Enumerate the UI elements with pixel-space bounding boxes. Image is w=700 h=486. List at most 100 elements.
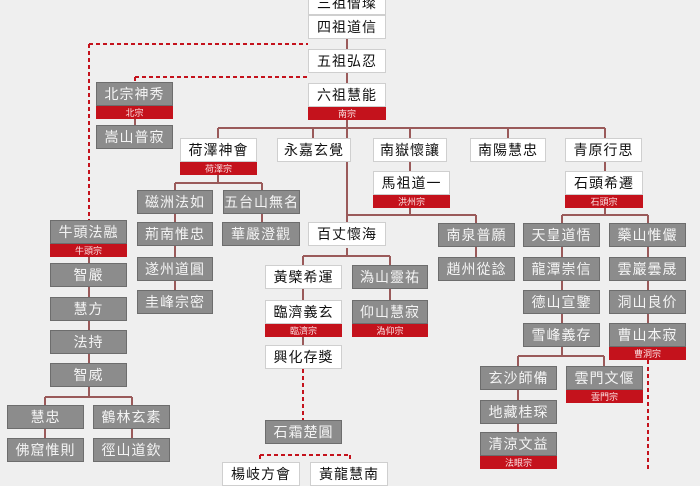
school-badge: 牛頭宗 xyxy=(50,244,127,257)
school-badge: 荷澤宗 xyxy=(180,162,257,175)
school-badge: 北宗 xyxy=(96,106,173,119)
school-badge: 石頭宗 xyxy=(565,195,643,208)
lineage-node: 地藏桂琛 xyxy=(480,400,557,424)
lineage-node: 百丈懷海 xyxy=(308,222,386,246)
school-badge: 法眼宗 xyxy=(480,456,557,469)
node-name: 磁洲法如 xyxy=(137,190,213,214)
node-name: 荊南惟忠 xyxy=(137,222,213,246)
lineage-node: 四祖道信 xyxy=(308,15,386,39)
node-name: 六祖慧能 xyxy=(308,83,386,107)
node-name: 溈山靈祐 xyxy=(352,265,428,289)
node-name: 藥山惟儼 xyxy=(609,223,686,247)
node-name: 石頭希遷 xyxy=(565,171,643,195)
node-name: 華嚴澄觀 xyxy=(222,222,300,246)
node-name: 黃龍慧南 xyxy=(310,462,388,486)
lineage-node: 石頭希遷石頭宗 xyxy=(565,171,643,208)
lineage-node: 六祖慧能南宗 xyxy=(308,83,386,120)
school-badge: 臨濟宗 xyxy=(265,324,342,337)
lineage-node: 雪峰義存 xyxy=(523,323,600,347)
node-name: 三祖僧璨 xyxy=(308,0,386,15)
lineage-node: 龍潭崇信 xyxy=(523,257,600,281)
lineage-node: 馬祖道一洪州宗 xyxy=(373,171,450,208)
lineage-node: 嵩山普寂 xyxy=(96,125,173,149)
school-badge: 溈仰宗 xyxy=(352,324,428,337)
school-badge: 洪州宗 xyxy=(373,195,450,208)
node-name: 南泉普願 xyxy=(438,223,515,247)
lineage-node: 臨濟義玄臨濟宗 xyxy=(265,300,342,337)
node-name: 嵩山普寂 xyxy=(96,125,173,149)
lineage-node: 五祖弘忍 xyxy=(308,49,386,73)
lineage-node: 遂州道圓 xyxy=(137,257,213,281)
node-name: 百丈懷海 xyxy=(308,222,386,246)
lineage-node: 智嚴 xyxy=(50,263,127,287)
node-name: 石霜楚圓 xyxy=(265,420,342,444)
lineage-node: 天皇道悟 xyxy=(523,223,600,247)
lineage-node: 五台山無名 xyxy=(223,190,300,214)
lineage-node: 牛頭法融牛頭宗 xyxy=(50,220,127,257)
lineage-node: 華嚴澄觀 xyxy=(222,222,300,246)
node-name: 雲巖曇晟 xyxy=(609,257,686,281)
node-name: 慧方 xyxy=(50,297,127,321)
node-name: 玄沙師備 xyxy=(480,366,557,390)
node-name: 五祖弘忍 xyxy=(308,49,386,73)
lineage-node: 洞山良价 xyxy=(609,290,686,314)
node-name: 天皇道悟 xyxy=(523,223,600,247)
lineage-node: 鶴林玄素 xyxy=(93,405,170,429)
lineage-node: 南嶽懷讓 xyxy=(373,138,447,162)
node-name: 遂州道圓 xyxy=(137,257,213,281)
node-name: 荷澤神會 xyxy=(180,138,257,162)
lineage-node: 永嘉玄覺 xyxy=(277,138,351,162)
lineage-node: 雲巖曇晟 xyxy=(609,257,686,281)
node-name: 曹山本寂 xyxy=(609,323,686,347)
node-name: 馬祖道一 xyxy=(373,171,450,195)
lineage-node: 玄沙師備 xyxy=(480,366,557,390)
school-badge: 雲門宗 xyxy=(566,390,643,403)
lineage-node: 荷澤神會荷澤宗 xyxy=(180,138,257,175)
node-name: 趙州從諗 xyxy=(438,257,515,281)
lineage-node: 北宗神秀北宗 xyxy=(96,82,173,119)
lineage-node: 溈山靈祐 xyxy=(352,265,428,289)
node-name: 黃檗希運 xyxy=(265,265,342,289)
node-name: 德山宣鑒 xyxy=(523,290,600,314)
node-name: 鶴林玄素 xyxy=(93,405,170,429)
node-name: 智嚴 xyxy=(50,263,127,287)
node-name: 楊岐方會 xyxy=(222,462,300,486)
lineage-node: 黃龍慧南 xyxy=(310,462,388,486)
lineage-node: 趙州從諗 xyxy=(438,257,515,281)
lineage-node: 智威 xyxy=(50,363,127,387)
node-name: 地藏桂琛 xyxy=(480,400,557,424)
node-name: 南嶽懷讓 xyxy=(373,138,447,162)
lineage-node: 南泉普願 xyxy=(438,223,515,247)
node-name: 洞山良价 xyxy=(609,290,686,314)
lineage-node: 石霜楚圓 xyxy=(265,420,342,444)
lineage-node: 佛窟惟則 xyxy=(7,438,84,462)
node-name: 清涼文益 xyxy=(480,432,557,456)
node-name: 牛頭法融 xyxy=(50,220,127,244)
node-name: 北宗神秀 xyxy=(96,82,173,106)
node-name: 雲門文偃 xyxy=(566,366,643,390)
lineage-node: 南陽慧忠 xyxy=(470,138,546,162)
node-name: 青原行思 xyxy=(565,138,642,162)
lineage-node: 楊岐方會 xyxy=(222,462,300,486)
node-name: 徑山道欽 xyxy=(93,438,170,462)
lineage-node: 三祖僧璨 xyxy=(308,0,386,15)
node-name: 智威 xyxy=(50,363,127,387)
node-name: 五台山無名 xyxy=(223,190,300,214)
lineage-node: 仰山慧寂溈仰宗 xyxy=(352,300,428,337)
node-name: 仰山慧寂 xyxy=(352,300,428,324)
lineage-node: 慧方 xyxy=(50,297,127,321)
node-name: 佛窟惟則 xyxy=(7,438,84,462)
node-name: 臨濟義玄 xyxy=(265,300,342,324)
lineage-node: 興化存獎 xyxy=(265,345,342,369)
lineage-node: 雲門文偃雲門宗 xyxy=(566,366,643,403)
node-name: 四祖道信 xyxy=(308,15,386,39)
lineage-node: 圭峰宗密 xyxy=(137,290,213,314)
lineage-node: 荊南惟忠 xyxy=(137,222,213,246)
school-badge: 南宗 xyxy=(308,107,386,120)
node-name: 興化存獎 xyxy=(265,345,342,369)
lineage-node: 曹山本寂曹洞宗 xyxy=(609,323,686,360)
node-name: 龍潭崇信 xyxy=(523,257,600,281)
lineage-node: 慧忠 xyxy=(7,405,84,429)
lineage-node: 徑山道欽 xyxy=(93,438,170,462)
node-name: 雪峰義存 xyxy=(523,323,600,347)
